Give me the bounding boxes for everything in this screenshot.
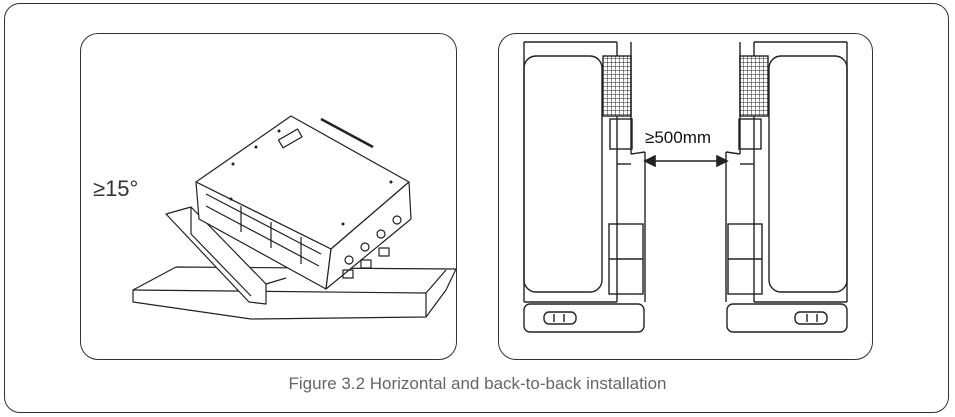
back-to-back-illustration <box>523 41 848 333</box>
figure-caption: Figure 3.2 Horizontal and back-to-back i… <box>288 374 667 393</box>
tilt-angle-label: ≥15° <box>93 176 139 201</box>
distance-arrow <box>643 154 729 168</box>
figure-frame: ≥15° <box>4 3 949 413</box>
left-inverter <box>523 41 646 333</box>
inverter-side <box>325 181 412 290</box>
inverter-display <box>277 128 303 149</box>
back-to-back-installation-panel: ≥500mm <box>498 33 873 360</box>
horizontal-installation-panel: ≥15° <box>80 33 457 360</box>
right-inverter <box>725 41 848 333</box>
clearance-distance-label: ≥500mm <box>644 128 713 148</box>
tilted-inverter-illustration <box>132 115 456 320</box>
